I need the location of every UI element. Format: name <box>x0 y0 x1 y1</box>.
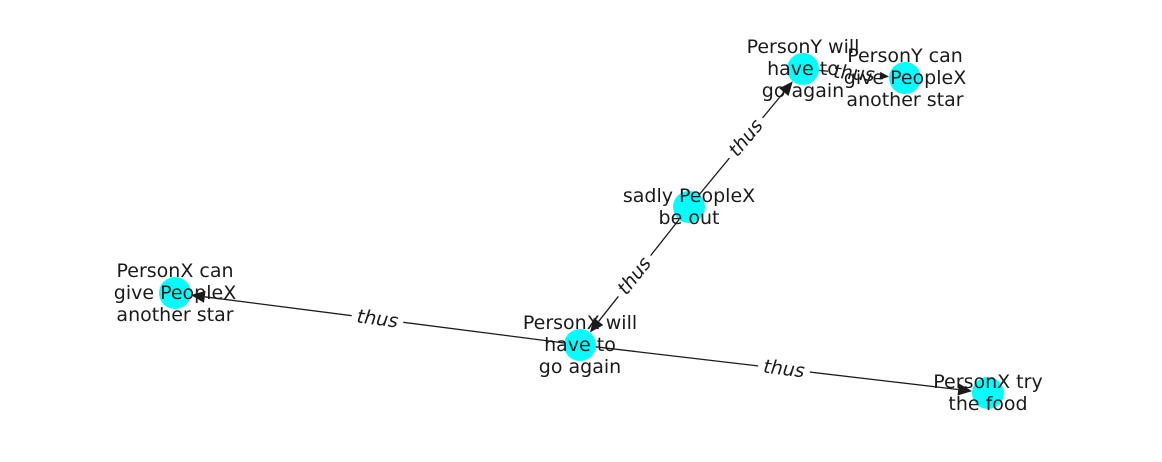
edge-label: thus <box>356 305 400 332</box>
node-label-line: another star <box>846 89 963 111</box>
edge-label-background <box>826 58 882 89</box>
nodes-layer <box>159 53 1004 409</box>
arrowhead <box>190 290 206 303</box>
node-label-line: the food <box>948 393 1027 415</box>
node-label-line: give PeopleX <box>114 282 236 304</box>
edge-label-group: thus <box>350 302 405 336</box>
node-n_sad <box>673 191 705 223</box>
edge-label-background <box>350 302 405 336</box>
node-label-line: have to <box>767 58 839 80</box>
node-label-line: PersonX can <box>116 260 233 282</box>
node-label-line: another star <box>116 304 233 326</box>
edge-label: thus <box>832 61 875 87</box>
node-label-line: PersonY can <box>847 45 963 67</box>
node-label-line: PersonX will <box>523 312 637 334</box>
node-label-line: give PeopleX <box>844 67 966 89</box>
edge-label: thus <box>762 356 806 383</box>
node-label-line: go again <box>762 80 844 102</box>
edge-label-group: thus <box>826 58 882 89</box>
node-label-line: go again <box>539 356 621 378</box>
edge-label-group: thus <box>608 247 661 305</box>
node-label-line: PersonX try <box>933 371 1042 393</box>
edge-label-background <box>608 247 661 305</box>
node-label-line: PersonY will <box>747 36 860 58</box>
node-label-line: be out <box>659 207 720 229</box>
edge-label-group: thus <box>756 353 812 385</box>
arrowhead <box>957 383 973 396</box>
edge-labels-layer: thus thus thus thus thus <box>350 58 882 385</box>
edge-label-group: thus <box>719 109 773 167</box>
node-n_py_go <box>787 53 819 85</box>
node-n_px_food <box>972 377 1004 409</box>
edge-label-background <box>756 353 812 385</box>
edge-label-background <box>719 109 773 167</box>
node-n_py_star <box>889 62 921 94</box>
arrowhead <box>779 81 793 96</box>
node-label-line: sadly PeopleX <box>623 185 755 207</box>
node-n_px_star <box>159 277 191 309</box>
arrowhead <box>589 317 604 333</box>
node-n_px_go <box>564 329 596 361</box>
node-label-line: have to <box>544 334 616 356</box>
